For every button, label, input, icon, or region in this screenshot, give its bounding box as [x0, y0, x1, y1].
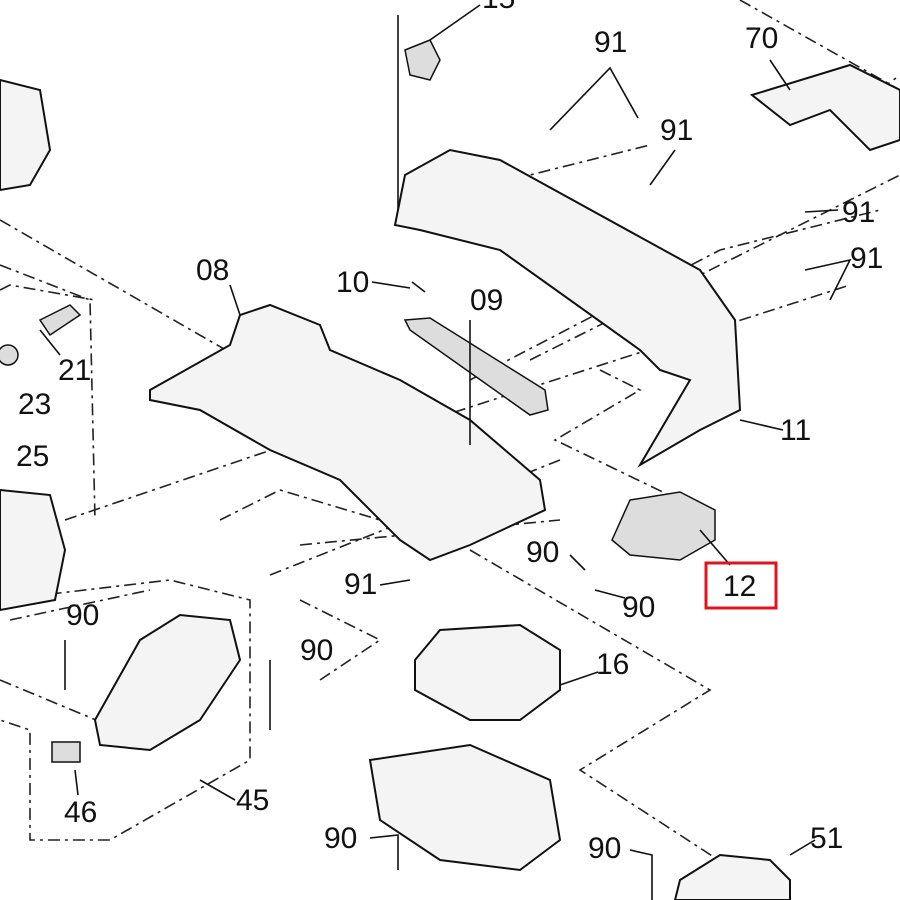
leader-lines — [39, 4, 852, 900]
label-45: 45 — [236, 784, 269, 817]
label-23: 23 — [18, 388, 51, 421]
part-46-clip — [51, 741, 81, 763]
label-09: 09 — [470, 284, 503, 317]
label-25: 25 — [16, 440, 49, 473]
label-90: 90 — [66, 599, 99, 632]
part-70-plate — [749, 63, 900, 152]
part-51-cover — [673, 853, 791, 900]
part-left-blocks — [0, 78, 67, 612]
label-90: 90 — [526, 536, 559, 569]
label-51: 51 — [810, 822, 843, 855]
part-09-rail — [403, 317, 549, 416]
label-91: 91 — [660, 114, 693, 147]
part-12-switch — [611, 491, 716, 561]
label-91: 91 — [594, 26, 627, 59]
part-15-bracket — [397, 15, 441, 220]
label-91: 91 — [344, 568, 377, 601]
part-08-chassis — [149, 303, 547, 562]
label-08: 08 — [196, 254, 229, 287]
label-15: 15 — [482, 0, 515, 15]
label-16: 16 — [596, 648, 629, 681]
label-91: 91 — [850, 242, 883, 275]
part-16-board — [414, 623, 561, 721]
part-45-assembly — [93, 613, 242, 752]
part-11-cover — [393, 148, 742, 468]
label-10: 10 — [336, 266, 369, 299]
part-labels: 15 91 91 70 91 91 08 10 09 21 23 25 11 9… — [16, 0, 883, 865]
label-21: 21 — [58, 354, 91, 387]
label-11: 11 — [780, 414, 811, 447]
part-10-spring — [411, 281, 426, 293]
label-90: 90 — [300, 634, 333, 667]
label-70: 70 — [745, 22, 778, 55]
part-pcb — [368, 743, 562, 872]
label-90: 90 — [324, 822, 357, 855]
label-46: 46 — [64, 796, 97, 829]
part-21-23-25-screws — [0, 304, 82, 366]
label-91: 91 — [842, 196, 875, 229]
highlight-box-12 — [704, 561, 778, 610]
label-12: 12 — [723, 570, 756, 603]
label-90: 90 — [622, 591, 655, 624]
label-90: 90 — [588, 832, 621, 865]
